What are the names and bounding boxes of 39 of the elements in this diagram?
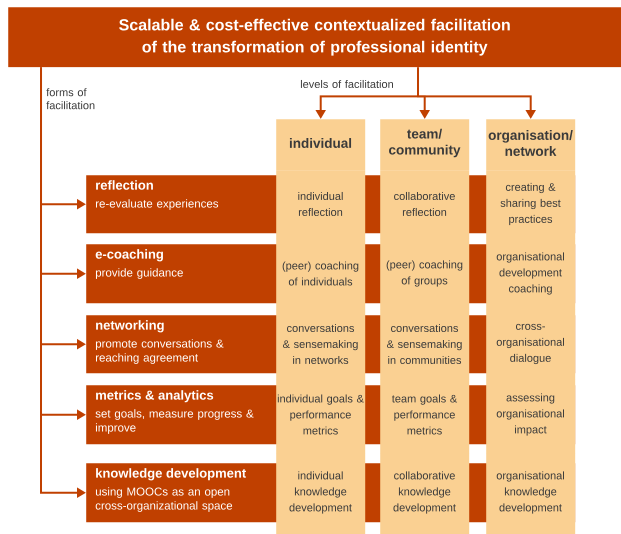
level-cell: organisational development coaching bbox=[486, 238, 576, 310]
node-label: organisational knowledge development bbox=[496, 471, 564, 514]
level-cell: team goals & performance metrics bbox=[380, 379, 470, 454]
node-label: individual knowledge development bbox=[289, 471, 352, 514]
side-label: levels of facilitation bbox=[300, 80, 393, 88]
level-header: organisation/ network bbox=[486, 119, 576, 170]
node-label: team goals & performance metrics bbox=[392, 394, 458, 435]
level-cell: individual knowledge development bbox=[276, 454, 366, 534]
node-label: collaborative knowledge development bbox=[393, 471, 456, 514]
level-cell: creating & sharing best practices bbox=[486, 170, 576, 239]
node-label: organisational development coaching bbox=[496, 252, 564, 295]
node-label: (peer) coaching of individuals bbox=[282, 261, 358, 286]
level-cell: collaborative reflection bbox=[380, 170, 470, 239]
node-label: collaborative reflection bbox=[394, 192, 455, 216]
title-bar: Scalable & cost-effective contextualized facilitation of the transformation of professional identity bbox=[8, 7, 621, 68]
node-label: assessing organisational impact bbox=[496, 393, 564, 436]
node-label: conversations & sensemaking in networks bbox=[282, 324, 358, 364]
node-label: individual goals & performance metrics bbox=[278, 394, 364, 435]
node-label: (peer) coaching of groups bbox=[386, 260, 462, 287]
node-label: individual reflection bbox=[298, 192, 343, 216]
level-cell: cross-organisational dialogue bbox=[486, 309, 576, 380]
level-cell: organisational knowledge development bbox=[486, 454, 576, 534]
level-cell: assessing organisational impact bbox=[486, 379, 576, 454]
side-label: forms of facilitation bbox=[46, 88, 94, 110]
node-label: organisation/ network bbox=[488, 130, 573, 156]
level-cell: individual reflection bbox=[276, 170, 366, 239]
level-cell: (peer) coaching of groups bbox=[380, 238, 470, 310]
level-cell: individual goals & performance metrics bbox=[276, 379, 366, 454]
level-header: individual bbox=[276, 119, 366, 170]
level-cell: (peer) coaching of individuals bbox=[276, 238, 366, 310]
node-label: cross-organisational dialogue bbox=[496, 324, 564, 364]
node-label: conversations & sensemaking in communities bbox=[386, 324, 462, 364]
level-header: team/ community bbox=[380, 119, 470, 170]
level-cell: conversations & sensemaking in communities bbox=[380, 309, 470, 380]
level-cell: collaborative knowledge development bbox=[380, 454, 470, 534]
level-cell: conversations & sensemaking in networks bbox=[276, 309, 366, 380]
node-label: individual bbox=[290, 138, 352, 148]
node-label: creating & sharing best practices bbox=[500, 182, 561, 226]
node-label: team/ community bbox=[389, 128, 460, 158]
